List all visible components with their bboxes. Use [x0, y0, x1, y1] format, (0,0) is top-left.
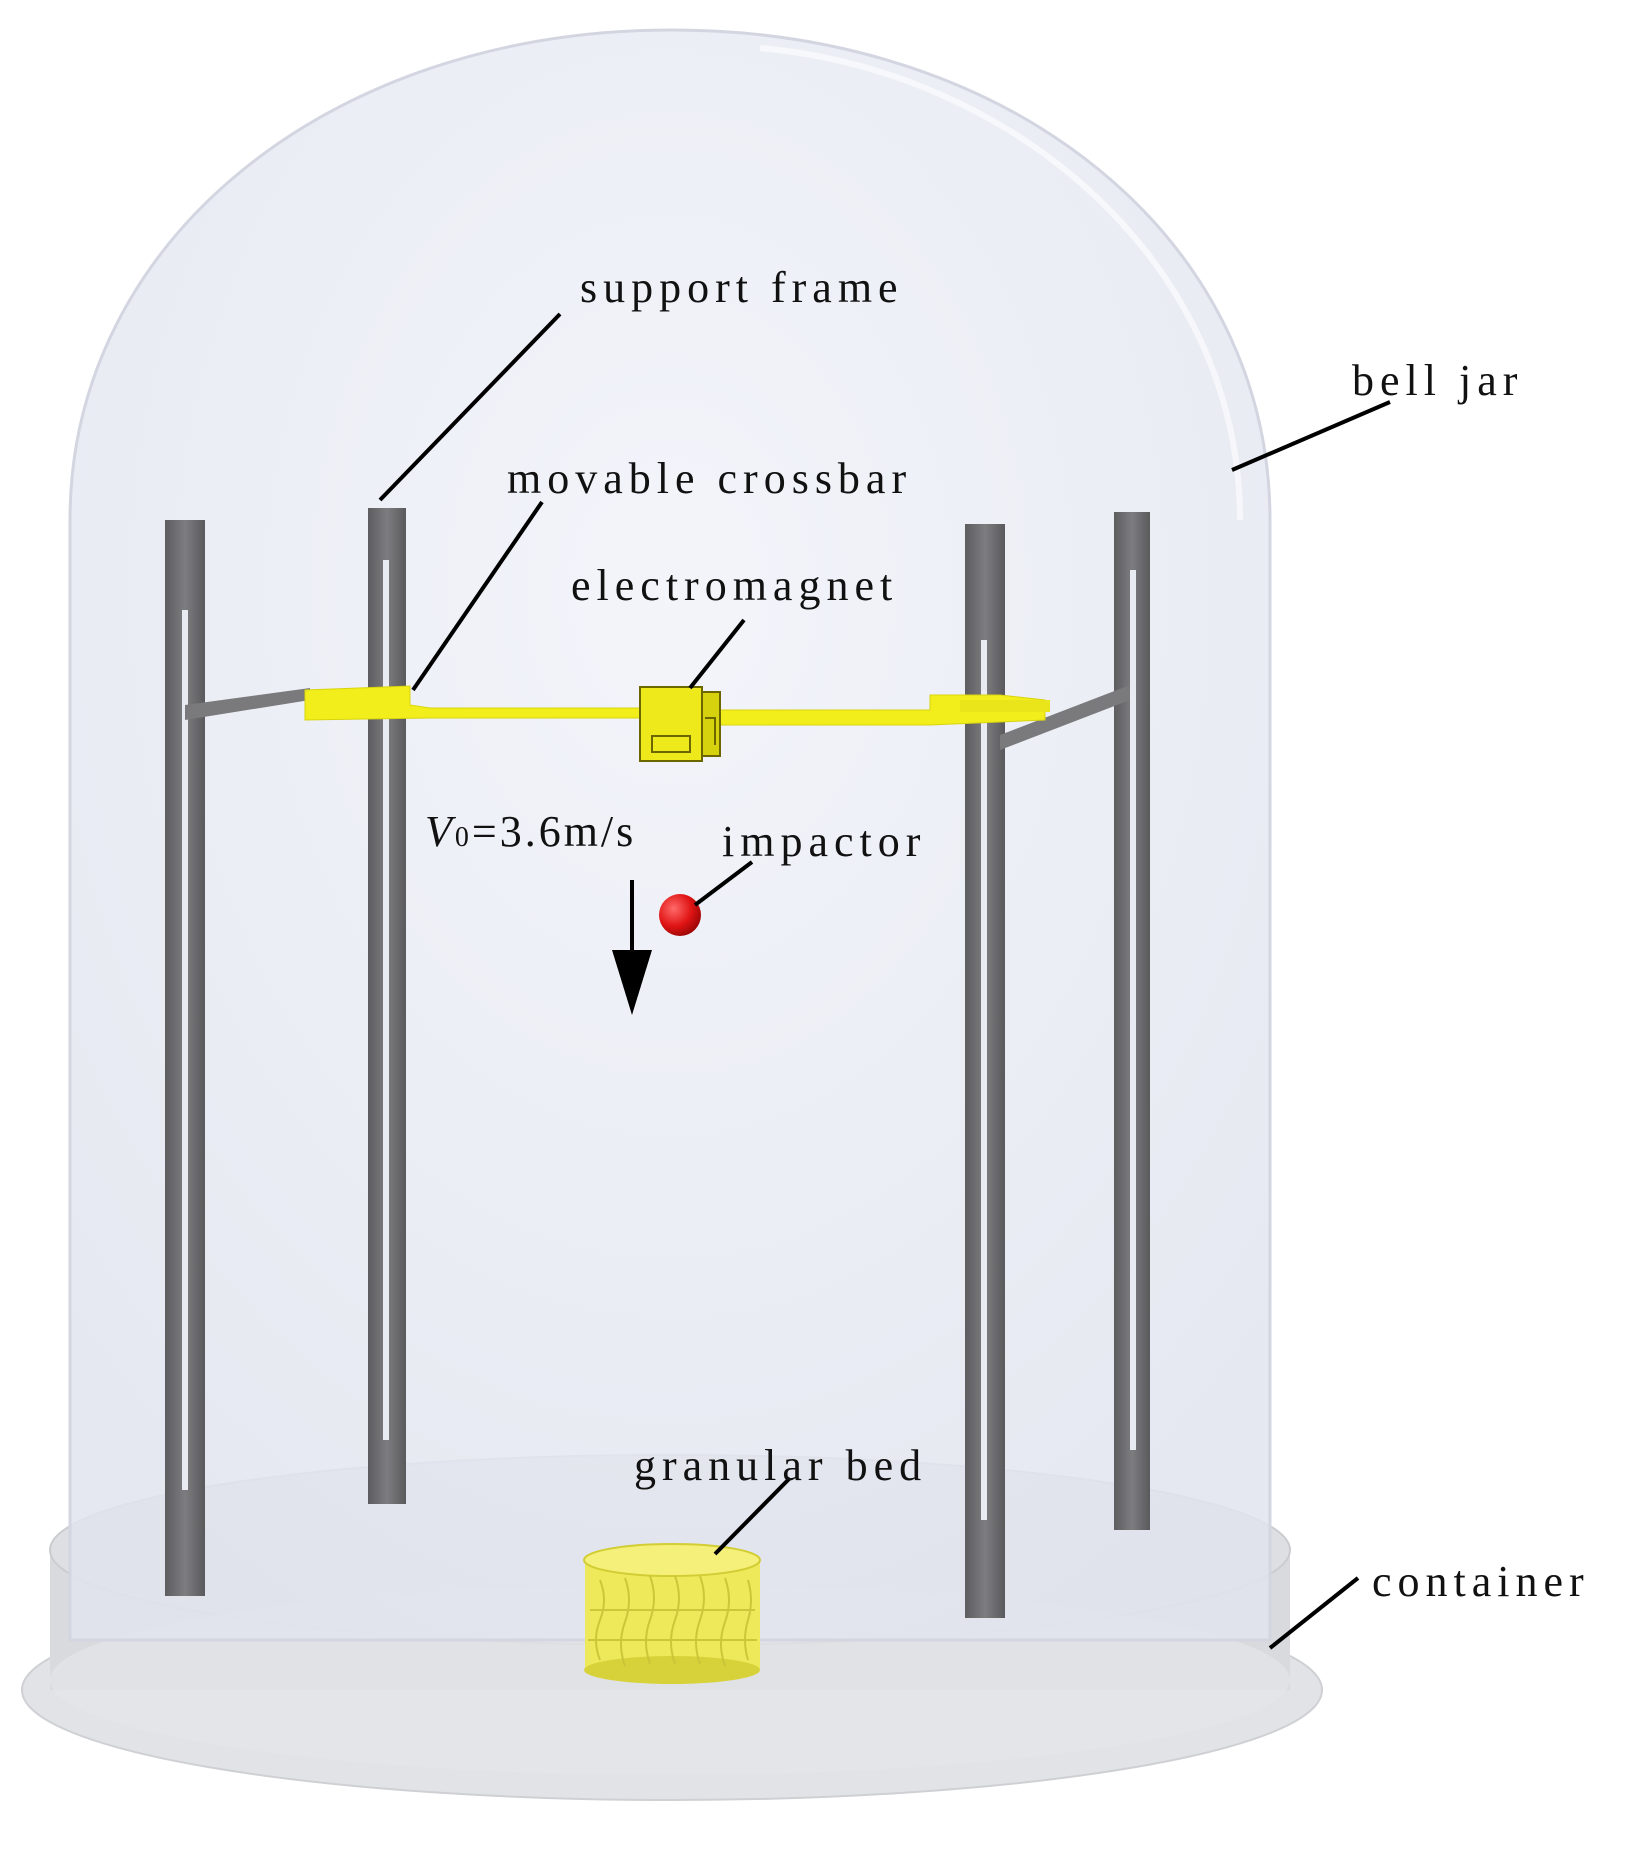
- label-electromagnet: electromagnet: [571, 561, 899, 610]
- velocity-value: =3.6m/s: [471, 807, 637, 856]
- label-container: container: [1372, 1557, 1590, 1606]
- impactor: [659, 894, 701, 936]
- label-impactor: impactor: [722, 817, 927, 866]
- movable-crossbar: [304, 685, 1050, 726]
- label-granular-bed: granular bed: [634, 1441, 928, 1490]
- leader-container: [1268, 1576, 1360, 1650]
- leader-bell-jar: [1231, 400, 1391, 472]
- velocity-arrow: [612, 880, 652, 1015]
- leader-lines: [378, 312, 1391, 1650]
- label-movable-crossbar: movable crossbar: [507, 454, 913, 503]
- leader-movable-crossbar: [411, 500, 544, 692]
- electromagnet: [639, 686, 721, 762]
- granular-bed: [583, 1543, 761, 1684]
- label-support-frame: support frame: [580, 263, 904, 312]
- leader-granular-bed: [713, 1476, 792, 1556]
- label-bell-jar: bell jar: [1352, 356, 1524, 405]
- velocity-subscript: 0: [454, 822, 472, 853]
- velocity-symbol: V: [425, 807, 455, 856]
- leader-electromagnet: [688, 618, 746, 690]
- leader-impactor: [693, 860, 754, 907]
- support-frame-back: [368, 508, 1150, 1530]
- label-velocity: V0=3.6m/s: [425, 806, 636, 857]
- crossbar-arms: [185, 685, 1130, 750]
- leader-support-frame: [378, 312, 562, 502]
